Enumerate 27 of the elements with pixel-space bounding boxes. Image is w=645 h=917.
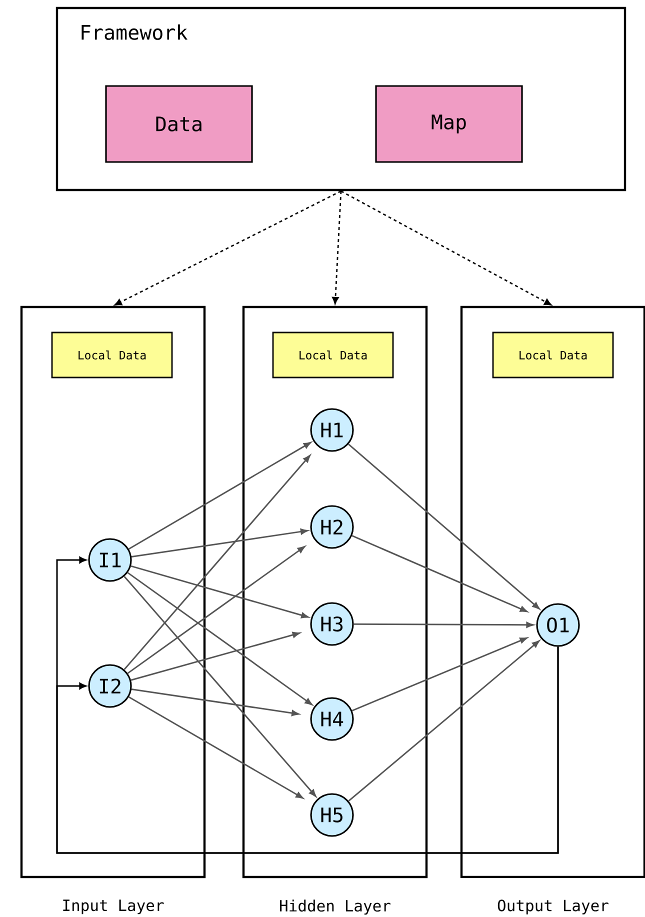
arrow <box>354 622 534 628</box>
data-box: Map <box>375 85 523 163</box>
arrow <box>128 696 304 799</box>
arrow <box>56 646 559 854</box>
arrow <box>332 191 342 304</box>
arrow <box>340 190 552 306</box>
arrow <box>130 565 309 618</box>
arrow <box>131 688 300 716</box>
local-data-box: Local Data <box>492 332 614 378</box>
arrow <box>128 442 312 550</box>
node-label: Input Layer <box>63 900 164 914</box>
local-data-box: Local Data <box>51 332 173 378</box>
arrow <box>348 444 540 610</box>
node-label: Output Layer <box>498 900 608 914</box>
arrow <box>131 528 308 558</box>
arrow <box>130 632 300 681</box>
arrow <box>124 455 310 670</box>
arrow <box>352 637 528 712</box>
local-data-box: Local Data <box>272 332 394 378</box>
arrow <box>352 534 528 612</box>
arrow <box>127 572 312 706</box>
arrow <box>348 640 540 802</box>
arrow <box>127 546 306 674</box>
node-label: Hidden Layer <box>280 900 390 915</box>
arrow <box>114 190 342 306</box>
data-box: Data <box>105 85 253 163</box>
arrow <box>124 576 316 797</box>
